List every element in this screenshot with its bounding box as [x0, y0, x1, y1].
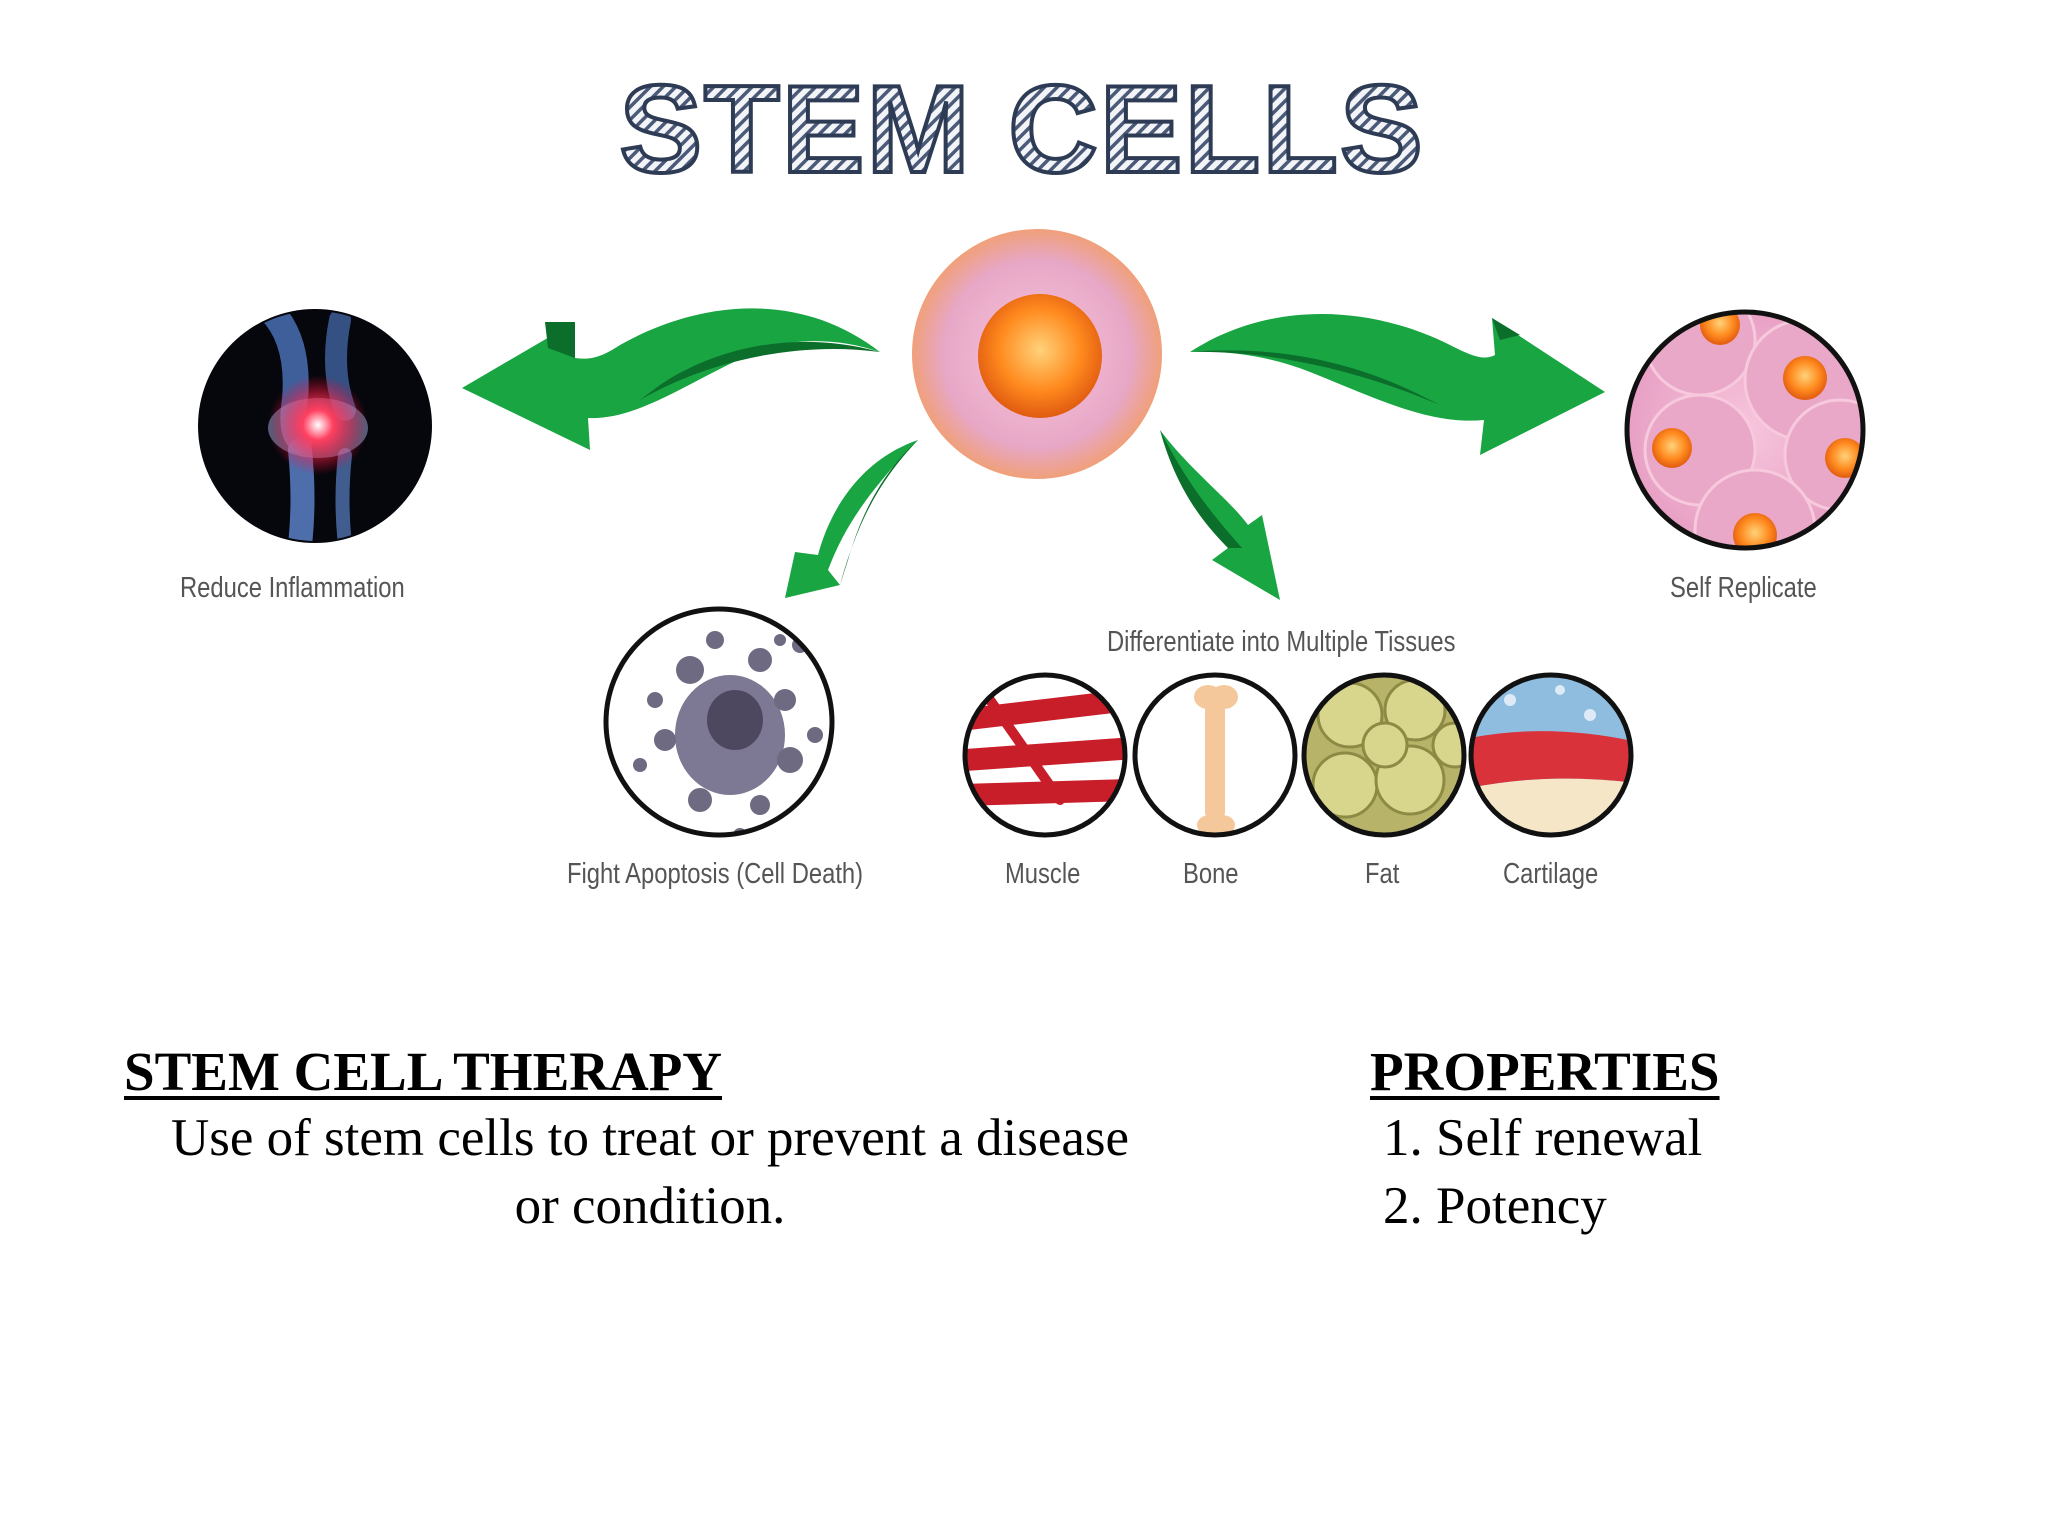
apoptosis-image [603, 606, 835, 838]
therapy-line-2: or condition. [514, 1177, 786, 1235]
therapy-heading: STEM CELL THERAPY [124, 1041, 723, 1102]
therapy-definition: Use of stem cells to treat or prevent a … [130, 1104, 1170, 1240]
properties-heading: PROPERTIES [1370, 1041, 1720, 1102]
property-item: 1. Self renewal [1383, 1109, 1703, 1167]
properties-list: 1. Self renewal 2. Potency [1383, 1104, 1702, 1240]
arrow-right-icon [1190, 313, 1605, 455]
label-self-replicate: Self Replicate [1670, 572, 1817, 604]
muscle-image [962, 672, 1128, 838]
title-graphic: STEM CELLS [617, 60, 1424, 200]
page-title: STEM CELLS [619, 61, 1424, 199]
label-differentiate: Differentiate into Multiple Tissues [1107, 626, 1456, 658]
stem-cell-icon [912, 229, 1162, 479]
label-muscle: Muscle [1005, 858, 1081, 890]
label-cartilage: Cartilage [1503, 858, 1599, 890]
cartilage-image [1468, 672, 1634, 838]
bone-image [1132, 672, 1298, 838]
label-bone: Bone [1183, 858, 1239, 890]
label-fight-apoptosis: Fight Apoptosis (Cell Death) [567, 858, 864, 890]
therapy-line-1: Use of stem cells to treat or prevent a … [170, 1109, 1130, 1167]
arrow-left-icon [462, 308, 880, 450]
label-fat: Fat [1365, 858, 1400, 890]
fat-image [1301, 672, 1467, 838]
self-replicate-image [1624, 309, 1866, 551]
label-reduce-inflammation: Reduce Inflammation [180, 572, 405, 604]
arrow-down-left-icon [785, 440, 918, 598]
property-item: 2. Potency [1383, 1177, 1607, 1235]
arrow-down-right-icon [1160, 430, 1280, 600]
knee-inflammation-image [198, 309, 432, 543]
